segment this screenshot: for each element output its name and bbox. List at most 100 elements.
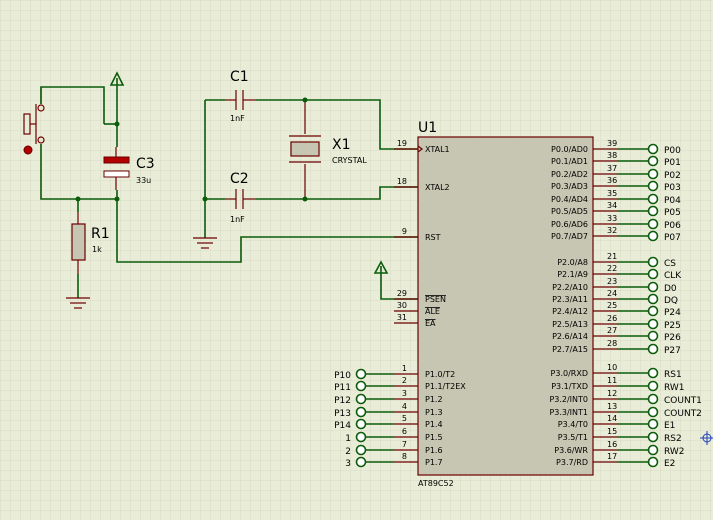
net-terminal-right[interactable]: COUNT2 — [617, 406, 702, 420]
net-terminal-left[interactable]: 2 — [345, 444, 394, 458]
net-label: CLK — [664, 271, 682, 281]
chip-u1-body[interactable] — [417, 136, 594, 476]
chip-pin-left[interactable]: 3P1.2 — [394, 389, 443, 404]
net-terminal-right[interactable]: P27 — [617, 343, 681, 357]
net-terminal-right[interactable]: P24 — [617, 305, 681, 319]
net-terminal-right[interactable]: P03 — [617, 180, 681, 194]
net-terminal-right[interactable]: P01 — [617, 155, 681, 169]
net-label: P24 — [664, 308, 681, 318]
resistor-r1[interactable] — [71, 212, 86, 274]
net-terminal-right[interactable]: RS1 — [617, 367, 682, 381]
net-terminal-right[interactable]: COUNT1 — [617, 393, 702, 407]
net-terminal-left[interactable]: 1 — [345, 431, 394, 445]
net-terminal-right[interactable]: P26 — [617, 330, 681, 344]
c2-value: 1nF — [230, 215, 245, 224]
net-terminal-right[interactable]: CLK — [617, 268, 682, 282]
net-terminal-right[interactable]: DQ — [617, 293, 678, 307]
chip-pin-left[interactable]: 4P1.3 — [394, 402, 443, 417]
net-terminal-left[interactable]: P14 — [334, 418, 394, 432]
net-terminal-right[interactable]: RS2 — [617, 431, 682, 445]
chip-pin-left[interactable]: 2P1.1/T2EX — [394, 376, 466, 391]
pin-number: 28 — [607, 339, 617, 348]
net-terminal-left[interactable]: P13 — [334, 406, 394, 420]
net-label: P26 — [664, 333, 681, 343]
pin-name: P1.3 — [425, 408, 443, 417]
c1-ref: C1 — [230, 69, 249, 85]
capacitor-c1[interactable] — [225, 90, 256, 110]
net-terminal-right[interactable]: E1 — [617, 418, 675, 432]
net-label: P12 — [334, 396, 351, 406]
net-terminal-right[interactable]: P05 — [617, 205, 681, 219]
net-terminal-left[interactable]: 3 — [345, 456, 394, 470]
pin-name: P2.5/A13 — [552, 320, 588, 329]
net-terminal-right[interactable]: P06 — [617, 218, 681, 232]
crystal-x1[interactable] — [289, 100, 321, 199]
net-terminal-right[interactable]: P04 — [617, 193, 681, 207]
net-label: P25 — [664, 321, 681, 331]
chip-pin-left[interactable]: 6P1.5 — [394, 427, 443, 442]
net-label: 2 — [345, 447, 351, 457]
net-terminal-right[interactable]: P25 — [617, 318, 681, 332]
net-label: P07 — [664, 233, 681, 243]
chip-pin-left[interactable]: 5P1.4 — [394, 414, 443, 429]
net-terminal-right[interactable]: RW2 — [617, 444, 685, 458]
pin-name: P2.7/A15 — [552, 345, 588, 354]
pin-number: 8 — [402, 452, 407, 461]
net-terminal-right[interactable]: CS — [617, 256, 676, 270]
capacitor-c2[interactable] — [225, 189, 256, 209]
pin-name: P1.7 — [425, 458, 443, 467]
chip-pin-left[interactable]: 8P1.7 — [394, 452, 443, 467]
net-terminal-right[interactable]: P02 — [617, 168, 681, 182]
capacitor-c3[interactable] — [103, 147, 130, 190]
pin-number: 1 — [402, 364, 407, 373]
chip-pin-left[interactable]: 1P1.0/T2 — [394, 364, 455, 379]
net-label: RW2 — [664, 447, 685, 457]
chip-pin-left[interactable]: 7P1.6 — [394, 440, 443, 455]
chip-part: AT89C52 — [418, 479, 454, 488]
net-terminal-right[interactable]: E2 — [617, 456, 675, 470]
net-terminal-left[interactable]: P10 — [334, 368, 394, 382]
pin-name: P3.7/RD — [556, 458, 588, 467]
net-terminal-right[interactable]: D0 — [617, 281, 677, 295]
net-terminal-right[interactable]: P07 — [617, 230, 681, 244]
pin-name: EA — [425, 319, 436, 328]
net-terminal-left[interactable]: P12 — [334, 393, 394, 407]
net-terminal-right[interactable]: RW1 — [617, 380, 685, 394]
net-terminal-left[interactable]: P11 — [334, 380, 394, 394]
pin-name: ALE — [425, 307, 440, 316]
pin-number: 27 — [607, 326, 617, 335]
pin-name: P0.6/AD6 — [551, 220, 588, 229]
net-terminal-right[interactable]: P00 — [617, 143, 681, 157]
